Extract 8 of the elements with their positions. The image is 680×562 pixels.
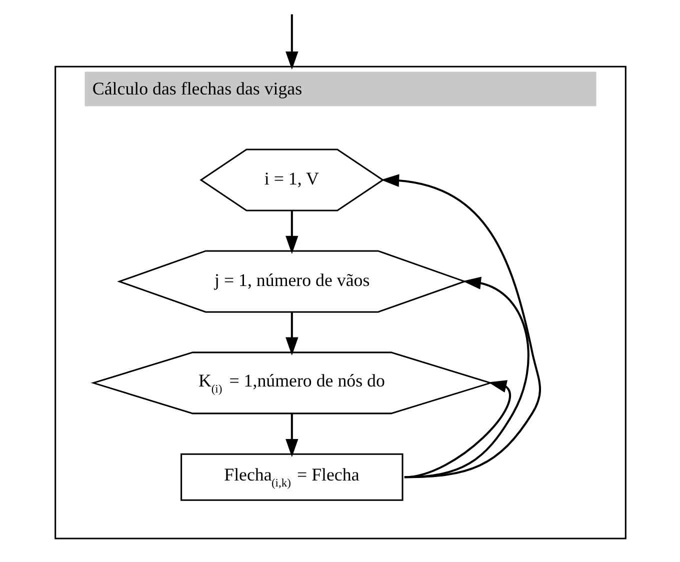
arrow (380, 174, 540, 478)
arrow (285, 312, 298, 356)
arrow (404, 380, 510, 478)
arrow (285, 210, 298, 254)
node-box: Flecha$_{(i,k)}$ = Flecha (180, 453, 403, 501)
arrow (285, 14, 298, 70)
arrow (404, 276, 529, 478)
arrow (285, 413, 298, 458)
